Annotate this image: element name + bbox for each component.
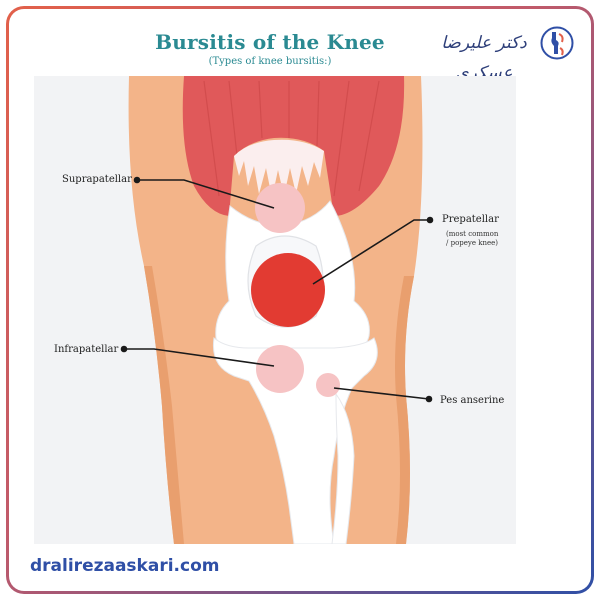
knee-logo-icon	[540, 26, 574, 60]
label-prepatellar-note-1: (most common	[446, 230, 499, 238]
logo-text: دکتر علیرضا عسکری	[441, 33, 527, 83]
page-subtitle: (Types of knee bursitis:)	[208, 56, 332, 67]
label-pes-anserine: Pes anserine	[440, 395, 505, 406]
fibula-bone	[331, 392, 355, 544]
label-prepatellar-note-2: / popeye knee)	[446, 239, 498, 247]
knee-diagram	[34, 76, 516, 544]
infrapatellar-bursa	[256, 345, 304, 393]
quadriceps-muscle	[182, 76, 405, 216]
label-suprapatellar: Suprapatellar	[62, 174, 132, 185]
quadriceps-tendon	[234, 139, 324, 198]
leg-shadow-right	[395, 276, 414, 544]
leg-shadow-left	[144, 266, 184, 544]
website-link[interactable]: dralirezaaskari.com	[30, 556, 220, 576]
suprapatellar-leader	[137, 179, 275, 209]
label-prepatellar: Prepatellar	[442, 214, 499, 225]
pes-anserine-leader	[333, 387, 430, 400]
label-infrapatellar: Infrapatellar	[54, 344, 119, 355]
prepatellar-leader	[312, 219, 430, 285]
muscle-fibers	[203, 80, 380, 197]
page-title: Bursitis of the Knee	[155, 30, 385, 54]
infrapatellar-leader	[124, 348, 275, 367]
suprapatellar-bursa	[255, 183, 305, 233]
pes-anserine-bursa	[316, 373, 340, 397]
prepatellar-bursa	[251, 253, 325, 327]
